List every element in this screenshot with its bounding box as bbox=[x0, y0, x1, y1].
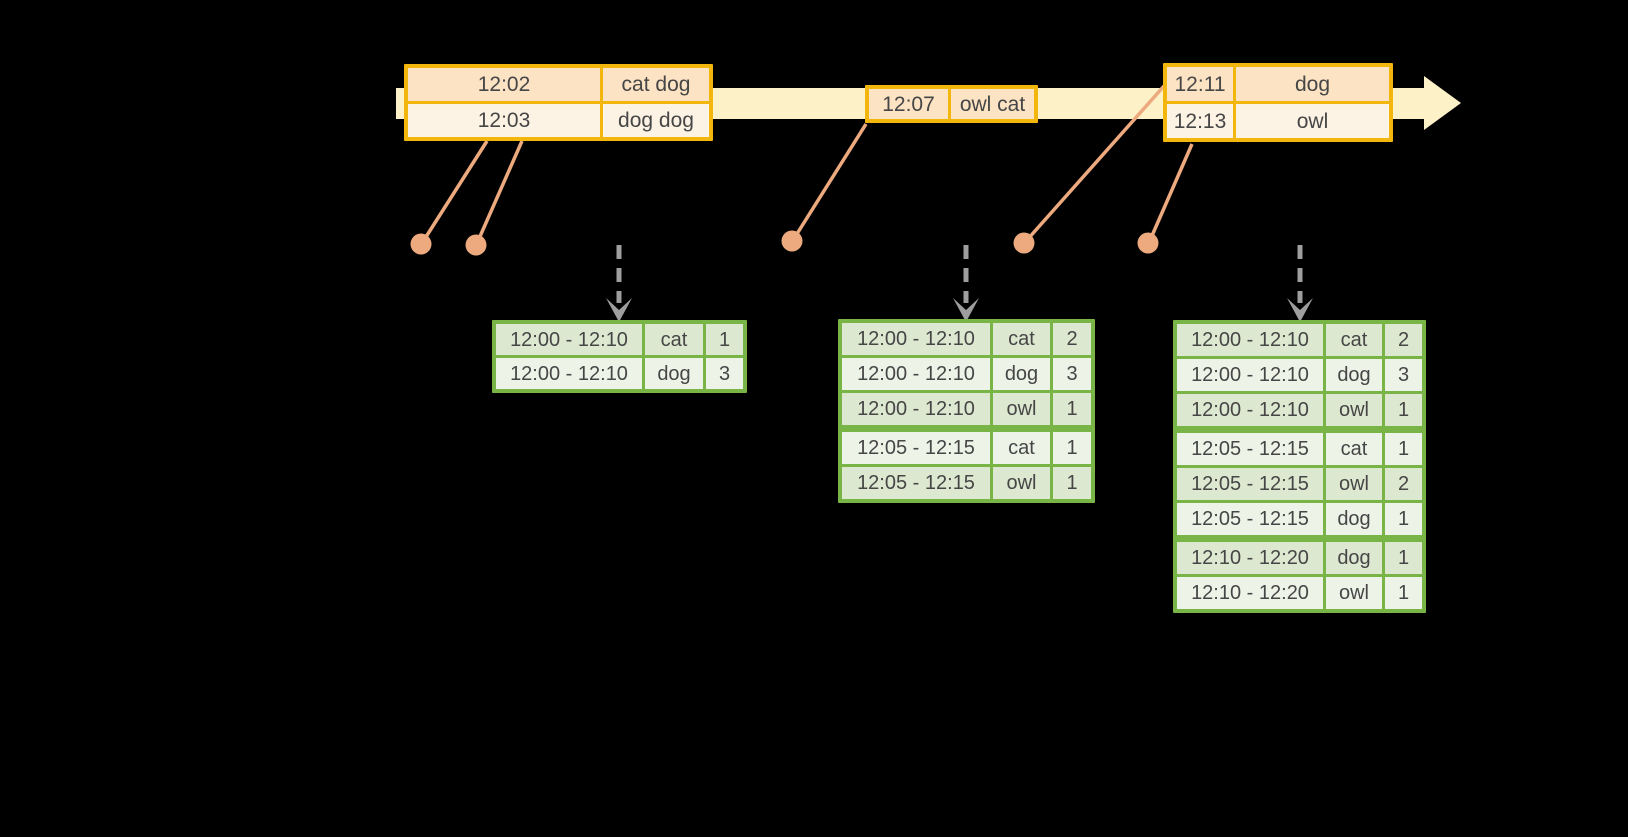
arrow-down-icon bbox=[953, 298, 979, 322]
window-cell: 12:00 - 12:10 bbox=[496, 358, 642, 389]
count-cell: 2 bbox=[1385, 324, 1422, 356]
count-cell: 1 bbox=[1053, 432, 1091, 464]
event-words-cell: owl cat bbox=[951, 89, 1034, 119]
connector-line bbox=[1149, 143, 1194, 239]
window-cell: 12:10 - 12:20 bbox=[1177, 577, 1323, 609]
trigger-arrows bbox=[616, 245, 1303, 303]
count-cell: 1 bbox=[1385, 577, 1422, 609]
event-time-cell: 12:07 bbox=[869, 89, 948, 119]
event-time-cell: 12:03 bbox=[408, 104, 600, 137]
count-cell: 2 bbox=[1053, 323, 1091, 355]
window-cell: 12:05 - 12:15 bbox=[842, 432, 990, 464]
word-cell: dog bbox=[1326, 542, 1382, 574]
connector-line bbox=[476, 140, 524, 242]
event-words-cell: dog bbox=[1236, 67, 1389, 101]
connector-line bbox=[422, 140, 489, 241]
count-cell: 1 bbox=[1385, 433, 1422, 465]
event-dot bbox=[1137, 232, 1159, 254]
timeline-arrowhead-icon bbox=[1424, 76, 1461, 130]
arrow-down-icon bbox=[606, 298, 632, 322]
word-cell: cat bbox=[645, 324, 703, 355]
event-time-cell: 12:13 bbox=[1167, 104, 1233, 138]
count-cell: 2 bbox=[1385, 468, 1422, 500]
event-connector-lines bbox=[422, 84, 1194, 242]
window-cell: 12:05 - 12:15 bbox=[1177, 468, 1323, 500]
event-dot bbox=[410, 233, 432, 255]
count-cell: 1 bbox=[1053, 393, 1091, 425]
word-cell: cat bbox=[1326, 324, 1382, 356]
event-dot bbox=[465, 234, 487, 256]
word-cell: dog bbox=[1326, 503, 1382, 535]
window-cell: 12:00 - 12:10 bbox=[842, 393, 990, 425]
count-cell: 1 bbox=[1385, 542, 1422, 574]
event-dot bbox=[781, 230, 803, 252]
word-cell: dog bbox=[1326, 359, 1382, 391]
count-cell: 1 bbox=[706, 324, 743, 355]
word-cell: cat bbox=[1326, 433, 1382, 465]
event-words-cell: owl bbox=[1236, 104, 1389, 138]
word-cell: cat bbox=[993, 432, 1050, 464]
window-cell: 12:00 - 12:10 bbox=[842, 323, 990, 355]
trigger-arrowheads bbox=[606, 298, 1313, 322]
event-words-cell: dog dog bbox=[603, 104, 709, 137]
connector-line bbox=[1025, 84, 1166, 242]
event-words-cell: cat dog bbox=[603, 68, 709, 101]
count-cell: 1 bbox=[1385, 503, 1422, 535]
window-cell: 12:05 - 12:15 bbox=[842, 467, 990, 499]
window-cell: 12:05 - 12:15 bbox=[1177, 433, 1323, 465]
word-cell: dog bbox=[645, 358, 703, 389]
count-cell: 1 bbox=[1385, 394, 1422, 426]
window-cell: 12:00 - 12:10 bbox=[1177, 359, 1323, 391]
window-cell: 12:00 - 12:10 bbox=[842, 358, 990, 390]
word-cell: owl bbox=[993, 467, 1050, 499]
word-cell: owl bbox=[1326, 468, 1382, 500]
count-cell: 3 bbox=[706, 358, 743, 389]
word-cell: dog bbox=[993, 358, 1050, 390]
count-cell: 3 bbox=[1385, 359, 1422, 391]
word-cell: owl bbox=[993, 393, 1050, 425]
event-time-cell: 12:11 bbox=[1167, 67, 1233, 101]
event-time-cell: 12:02 bbox=[408, 68, 600, 101]
word-cell: owl bbox=[1326, 394, 1382, 426]
arrow-down-icon bbox=[1287, 298, 1313, 322]
word-cell: owl bbox=[1326, 577, 1382, 609]
window-cell: 12:00 - 12:10 bbox=[1177, 324, 1323, 356]
event-dots bbox=[410, 230, 1159, 256]
count-cell: 3 bbox=[1053, 358, 1091, 390]
window-cell: 12:05 - 12:15 bbox=[1177, 503, 1323, 535]
count-cell: 1 bbox=[1053, 467, 1091, 499]
window-cell: 12:10 - 12:20 bbox=[1177, 542, 1323, 574]
word-cell: cat bbox=[993, 323, 1050, 355]
window-cell: 12:00 - 12:10 bbox=[1177, 394, 1323, 426]
window-cell: 12:00 - 12:10 bbox=[496, 324, 642, 355]
event-dot bbox=[1013, 232, 1035, 254]
connector-line bbox=[793, 123, 868, 238]
